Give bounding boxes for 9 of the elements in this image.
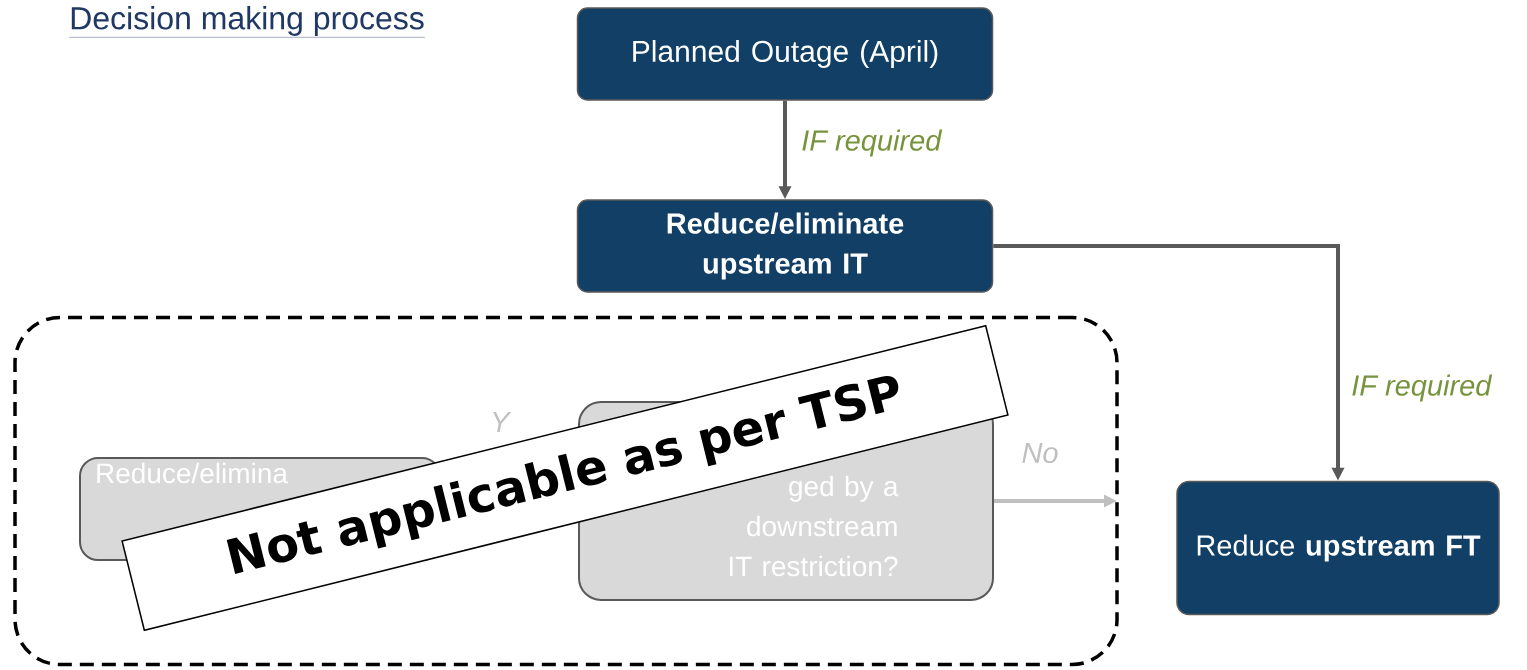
process-box: Planned Outage (April) [576,7,994,101]
edge-label: No [1022,442,1058,464]
dashed-group-frame [13,315,1119,667]
title: Decision making process [69,6,426,38]
process-box: Reduce/eliminate upstream IT [576,199,994,293]
edge-label: IF required [802,129,943,157]
edge-label: IF required [1352,374,1493,402]
process-box: Reduce upstream FT [1176,480,1500,616]
partial-label: Y [493,412,512,432]
